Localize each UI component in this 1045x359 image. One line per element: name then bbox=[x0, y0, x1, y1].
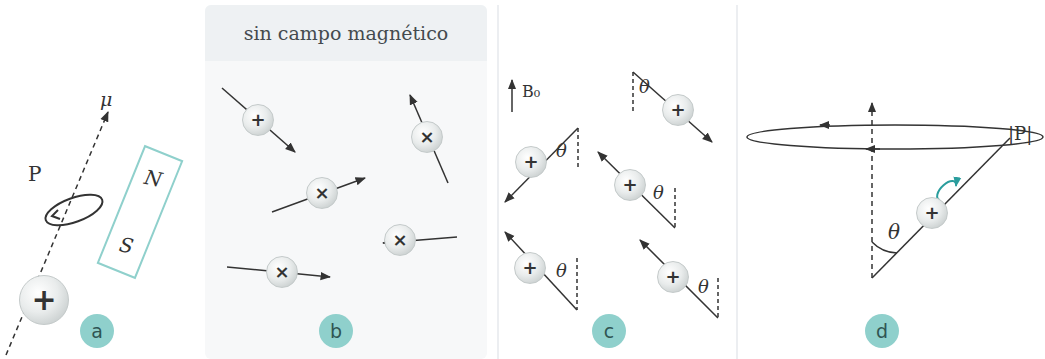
divider bbox=[497, 5, 499, 359]
orbit-arrow bbox=[820, 124, 830, 126]
charge-symbol: + bbox=[523, 153, 538, 171]
panel-letter: c bbox=[592, 314, 626, 348]
panel-letter: a bbox=[80, 314, 114, 348]
panel-letter-text: c bbox=[604, 322, 614, 341]
proton-sphere: × bbox=[411, 121, 443, 153]
moment-arrow bbox=[633, 72, 712, 142]
magnitude-label: |P| bbox=[1008, 125, 1032, 143]
spin-arrow bbox=[937, 181, 956, 200]
precession-orbit bbox=[747, 125, 1043, 149]
proton-sphere: + bbox=[657, 261, 689, 293]
proton-sphere: + bbox=[515, 146, 547, 178]
panel-ground bbox=[205, 5, 487, 359]
reference-line bbox=[577, 128, 579, 168]
charge-symbol: + bbox=[31, 285, 56, 315]
proton-sphere: × bbox=[306, 177, 338, 209]
momentum-label: P bbox=[28, 164, 41, 184]
proton-sphere: × bbox=[384, 224, 416, 256]
proton-sphere: + bbox=[614, 169, 646, 201]
pole-letter: S bbox=[117, 232, 135, 258]
charge-symbol: × bbox=[314, 184, 329, 202]
moment-arrow bbox=[640, 240, 718, 318]
moment-arrow bbox=[222, 88, 295, 152]
moment-arrow bbox=[505, 232, 577, 310]
moment-vector bbox=[872, 138, 1010, 278]
charge-symbol: + bbox=[665, 268, 680, 286]
field-label: B₀ bbox=[522, 84, 540, 100]
charge-symbol: + bbox=[924, 204, 939, 222]
proton-sphere: + bbox=[242, 104, 274, 136]
field-axis bbox=[871, 103, 873, 278]
reference-line bbox=[632, 72, 634, 112]
charge-symbol: + bbox=[622, 176, 637, 194]
angle-label: θ bbox=[653, 184, 664, 202]
panel-letter-text: a bbox=[91, 322, 103, 341]
bar-magnet: NS bbox=[97, 145, 184, 279]
proton-sphere: + bbox=[19, 275, 69, 325]
reference-line bbox=[576, 258, 578, 310]
spin-arrow bbox=[52, 210, 60, 219]
angle-label: θ bbox=[888, 222, 900, 242]
field-arrow bbox=[511, 80, 513, 112]
angle-label: θ bbox=[698, 278, 709, 296]
charge-symbol: + bbox=[250, 111, 265, 129]
reference-line bbox=[674, 188, 676, 228]
panel-letter: b bbox=[319, 314, 353, 348]
angle-label: θ bbox=[639, 78, 650, 96]
charge-symbol: × bbox=[419, 128, 434, 146]
angle-label: θ bbox=[556, 142, 567, 160]
moment-label: μ bbox=[100, 90, 112, 109]
pole-letter: N bbox=[142, 165, 164, 192]
spin-loop bbox=[42, 188, 107, 231]
moment-arrow bbox=[505, 128, 578, 202]
charge-symbol: + bbox=[522, 259, 537, 277]
proton-sphere: × bbox=[266, 256, 298, 288]
orbit-arrow bbox=[866, 148, 880, 150]
charge-symbol: × bbox=[392, 231, 407, 249]
panel-letter: d bbox=[865, 314, 899, 348]
moment-arrow bbox=[272, 178, 365, 212]
proton-sphere: + bbox=[662, 94, 694, 126]
moment-arrow bbox=[410, 95, 448, 183]
divider bbox=[736, 5, 738, 359]
moment-arrow bbox=[598, 152, 675, 228]
angle-label: θ bbox=[556, 262, 567, 280]
proton-sphere: + bbox=[514, 252, 546, 284]
angle-arc bbox=[872, 242, 897, 253]
charge-symbol: + bbox=[670, 101, 685, 119]
proton-sphere: + bbox=[916, 197, 948, 229]
header-text: sin campo magnético bbox=[244, 22, 449, 44]
reference-line bbox=[717, 278, 719, 318]
header-band: sin campo magnético bbox=[205, 5, 487, 61]
panel-letter-text: d bbox=[876, 322, 888, 341]
charge-symbol: × bbox=[274, 263, 289, 281]
panel-letter-text: b bbox=[330, 322, 342, 341]
